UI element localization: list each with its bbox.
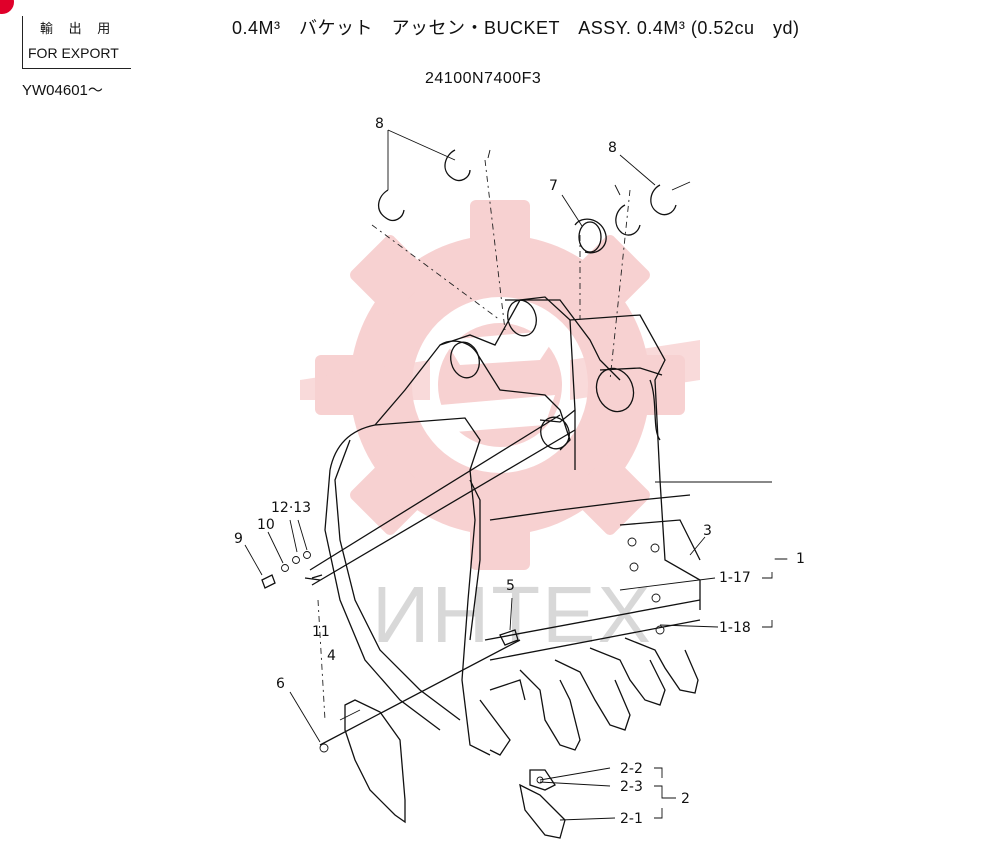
callout-6: 6	[276, 676, 285, 692]
callout-12-13: 12·13	[271, 500, 311, 516]
callout-3: 3	[703, 523, 712, 539]
export-label: FOR EXPORT	[28, 45, 119, 61]
part-number: 24100N7400F3	[425, 70, 542, 87]
callout-11: 11	[312, 624, 330, 640]
bucket-body	[324, 296, 701, 756]
serial-range: YW04601～	[22, 82, 103, 99]
callout-2-1: 2-1	[620, 811, 643, 827]
bucket-pins	[304, 414, 576, 746]
callout-7: 7	[549, 178, 558, 194]
snap-rings	[378, 149, 677, 254]
export-kana-label: 輸 出 用	[40, 21, 117, 36]
fasteners	[261, 551, 519, 753]
callout-2-2: 2-2	[620, 761, 643, 777]
callout-2-3: 2-3	[620, 779, 643, 795]
callout-4: 4	[327, 648, 336, 664]
leader-lines	[244, 129, 773, 821]
callout-8-right: 8	[608, 140, 617, 156]
callout-5: 5	[506, 578, 515, 594]
callout-2: 2	[681, 791, 690, 807]
side-cutter	[344, 699, 406, 824]
callout-1-18: 1-18	[719, 620, 751, 636]
bucket-teeth	[479, 637, 699, 756]
page-title: 0.4M³ バケット アッセン・BUCKET ASSY. 0.4M³ (0.52…	[232, 18, 800, 38]
callout-1-17: 1-17	[719, 570, 751, 586]
tooth-assembly-detail	[519, 769, 566, 839]
callout-9: 9	[234, 531, 243, 547]
center-lines	[317, 149, 691, 721]
callout-1-dash: —	[774, 551, 788, 567]
watermark-gear-logo	[300, 200, 700, 570]
callout-1: 1	[796, 551, 805, 567]
callout-10: 10	[257, 517, 275, 533]
export-stamp-box	[22, 16, 131, 69]
callout-8-left: 8	[375, 116, 384, 132]
